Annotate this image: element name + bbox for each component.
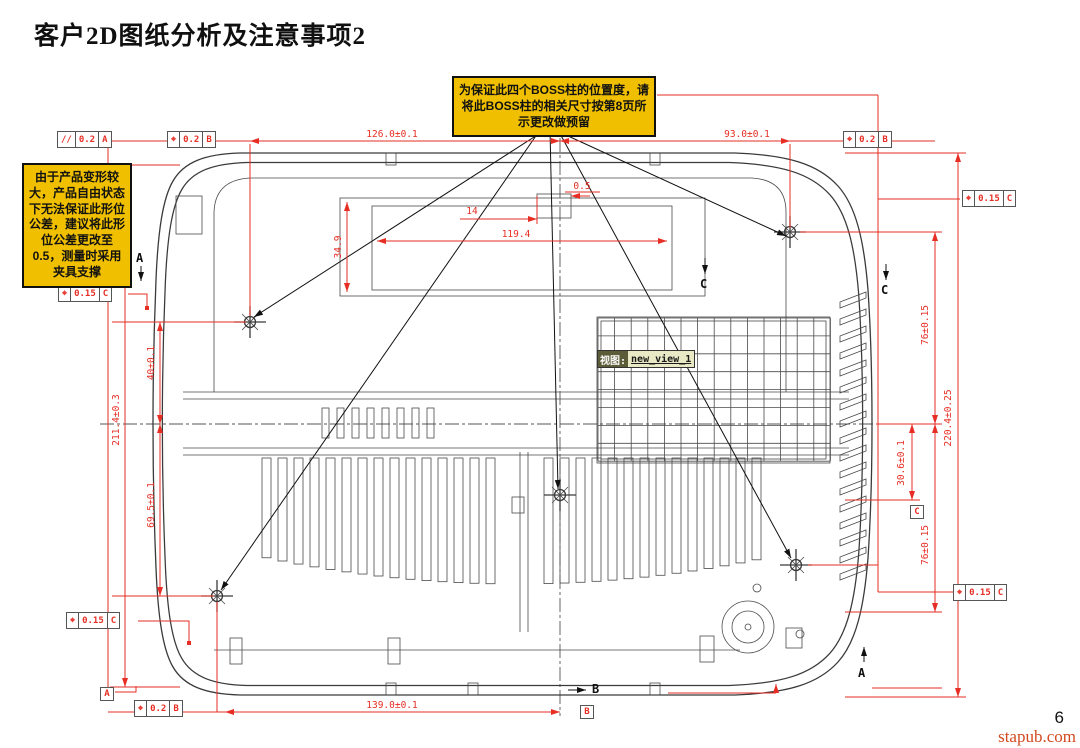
gdt-datum: C [110, 615, 117, 626]
dimension-labels: 126.0±0.1 93.0±0.1 211.4±0.3 40±0.1 69.5… [111, 129, 954, 711]
dim-left-outer: 211.4±0.3 [111, 394, 122, 445]
gdt-value: 0.2 [76, 132, 100, 147]
position-icon: ⌖ [954, 585, 967, 600]
section-letter-a-left: A [136, 251, 144, 265]
section-letter-c-right: C [881, 283, 889, 297]
dim-right-outer: 220.4±0.25 [943, 389, 954, 446]
callout-boss-note: 为保证此四个BOSS柱的位置度，请将此BOSS柱的相关尺寸按第8页所示更改做预留 [452, 76, 656, 138]
dim-right-lower: 76±0.15 [920, 525, 931, 565]
dim-right-upper: 76±0.15 [920, 305, 931, 345]
dimension-lines [107, 94, 966, 715]
gdt-frame-position-c-left-bottom: ⌖ 0.15 C [66, 612, 121, 629]
gdt-frame-position-c-right-upper: ⌖ 0.15 C [962, 190, 1017, 207]
section-letter-b-bottom: B [592, 682, 600, 696]
watermark: stapub.com [998, 727, 1076, 746]
position-icon: ⌖ [67, 613, 80, 628]
gdt-value: 0.2 [856, 132, 880, 147]
gdt-datum: A [102, 134, 108, 145]
callout-leader-lines [220, 129, 792, 591]
gdt-datum: C [997, 587, 1004, 598]
dim-left-upper: 40±0.1 [146, 346, 157, 381]
parallelism-icon: // [58, 132, 76, 147]
position-icon: ⌖ [168, 132, 181, 147]
dim-notch-width: 14 [466, 206, 478, 217]
gdt-value: 0.15 [975, 191, 1004, 206]
datum-arrows [138, 258, 889, 693]
interior-details [183, 152, 849, 696]
gdt-value: 0.2 [180, 132, 204, 147]
gdt-value: 0.15 [966, 585, 995, 600]
page-number: 6 [1054, 708, 1064, 727]
dim-top-left: 126.0±0.1 [366, 129, 418, 140]
dim-right-mid: 30.6±0.1 [896, 440, 907, 486]
view-label: 视图: new_view_1 [597, 350, 696, 368]
gdt-value: 0.15 [71, 286, 100, 301]
datum-box-c: C [910, 505, 924, 519]
dim-recess-height: 34.9 [333, 235, 344, 258]
gdt-datum: C [102, 288, 109, 299]
gdt-frame-position-c-right-bottom: ⌖ 0.15 C [953, 584, 1008, 601]
dim-bottom: 139.0±0.1 [366, 700, 418, 711]
gdt-frame-position-b-top-left: ⌖ 0.2 B [167, 131, 216, 148]
gdt-frame-parallelism-a: // 0.2 A [57, 131, 112, 148]
page-title: 客户2D图纸分析及注意事项2 [34, 23, 367, 50]
slot-row [321, 407, 435, 439]
centerlines [100, 138, 945, 716]
dim-left-lower: 69.5±0.1 [146, 482, 157, 528]
gdt-value: 0.15 [79, 613, 108, 628]
gdt-datum: B [206, 134, 212, 145]
position-icon: ⌖ [59, 286, 72, 301]
datum-box-b: B [580, 705, 594, 719]
section-letter-a-bottom-right: A [858, 666, 866, 680]
position-icon: ⌖ [963, 191, 976, 206]
side-vents [839, 291, 867, 581]
rib-grid [597, 317, 831, 462]
vent-slats [261, 457, 762, 585]
section-letter-c-center: C [700, 277, 708, 291]
datum-box-a: A [100, 687, 114, 701]
dim-recess-width: 119.4 [502, 229, 531, 240]
gdt-datum: B [173, 703, 179, 714]
position-icon: ⌖ [135, 701, 148, 716]
gdt-value: 0.2 [147, 701, 171, 716]
view-label-prefix: 视图: [598, 351, 629, 367]
gdt-frame-position-b-top-right: ⌖ 0.2 B [843, 131, 892, 148]
callout-deformation-note: 由于产品变形较大，产品自由状态下无法保证此形位公差，建议将此形位公差更改至0.5… [22, 163, 132, 288]
dim-top-right: 93.0±0.1 [724, 129, 770, 140]
dim-notch-offset: 0.5 [573, 181, 590, 192]
view-label-name: new_view_1 [631, 353, 692, 365]
position-icon: ⌖ [844, 132, 857, 147]
gdt-datum: B [882, 134, 888, 145]
gdt-datum: C [1006, 193, 1013, 204]
housing-outline [152, 152, 873, 696]
gdt-frame-position-b-bottom: ⌖ 0.2 B [134, 700, 183, 717]
